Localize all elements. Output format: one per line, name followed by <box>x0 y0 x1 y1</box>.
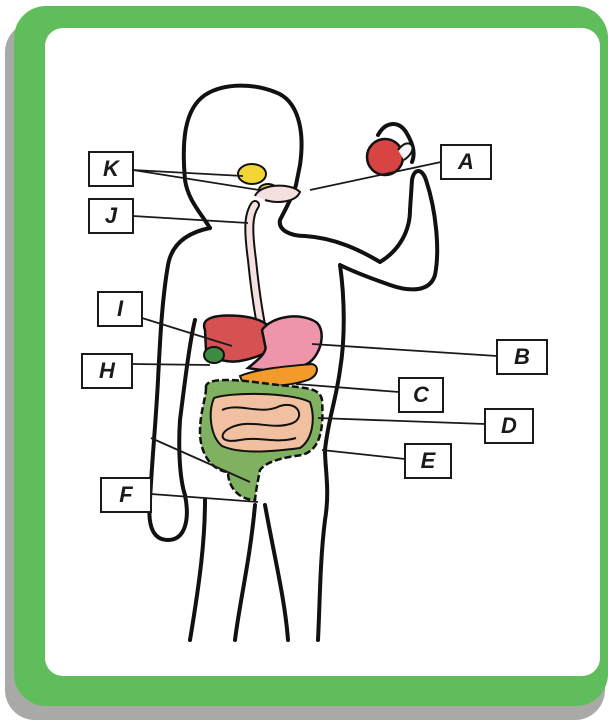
svg-text:F: F <box>119 482 133 507</box>
svg-text:B: B <box>514 344 530 369</box>
svg-text:D: D <box>501 413 517 438</box>
small-intestine <box>211 394 313 452</box>
apple <box>367 139 403 175</box>
svg-text:I: I <box>117 296 124 321</box>
gallbladder <box>204 347 224 363</box>
label-H: H <box>82 354 210 388</box>
label-D: D <box>318 409 533 443</box>
body-outline-left <box>149 228 210 540</box>
svg-text:H: H <box>99 358 116 383</box>
label-B: B <box>312 340 547 374</box>
svg-text:J: J <box>105 203 118 228</box>
salivary-gland <box>238 164 266 184</box>
label-K: K <box>89 152 259 190</box>
leg-outline <box>190 500 288 640</box>
svg-text:C: C <box>413 382 430 407</box>
svg-text:A: A <box>457 149 474 174</box>
label-J: J <box>89 199 248 233</box>
svg-text:K: K <box>103 156 121 181</box>
svg-text:E: E <box>421 448 437 473</box>
label-E: E <box>322 444 451 478</box>
